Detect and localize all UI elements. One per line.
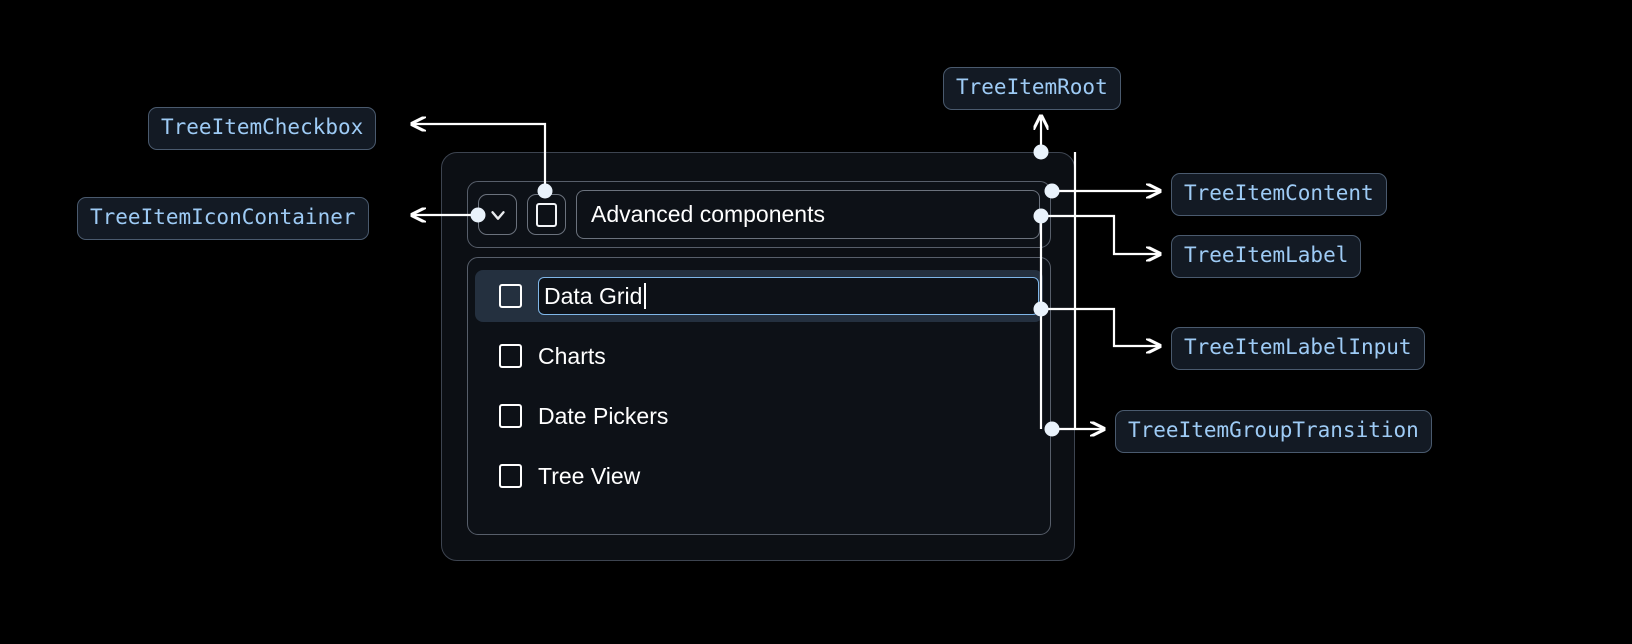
tree-item-label-text: Advanced components [591,201,825,227]
checkbox-square-icon[interactable] [499,344,522,368]
checkbox-square-icon[interactable] [499,464,522,488]
text-caret [644,283,646,309]
tree-row-label: Charts [538,342,606,369]
tree-item-root: Advanced components Data Grid Charts [441,152,1075,561]
tree-item-content[interactable]: Advanced components [467,181,1051,248]
tree-item-group-transition: Data Grid Charts Date Pickers Tree View [467,257,1051,535]
checkbox-square-icon [536,202,557,227]
tree-row-label: Date Pickers [538,402,669,429]
annotation-chip-label: TreeItemLabel [1171,235,1362,278]
annotation-chip-label-input: TreeItemLabelInput [1171,327,1425,370]
tree-row-tree-view[interactable]: Tree View [468,450,1050,502]
tree-item-label-input-value: Data Grid [544,282,643,309]
annotation-chip-root: TreeItemRoot [943,67,1121,110]
tree-item-checkbox[interactable] [527,194,566,235]
annotation-chip-icon-container: TreeItemIconContainer [77,197,369,240]
annotation-chip-checkbox: TreeItemCheckbox [148,107,377,150]
chevron-down-icon [487,204,509,226]
checkbox-square-icon[interactable] [499,284,522,308]
tree-row-charts[interactable]: Charts [468,330,1050,382]
tree-item-icon-container[interactable] [478,194,517,235]
tree-item-label[interactable]: Advanced components [576,190,1040,239]
checkbox-square-icon[interactable] [499,404,522,428]
annotation-chip-content: TreeItemContent [1171,173,1387,216]
tree-row-data-grid[interactable]: Data Grid [475,270,1043,322]
tree-item-label-input[interactable]: Data Grid [538,277,1039,315]
tree-row-label: Tree View [538,462,641,489]
tree-row-date-pickers[interactable]: Date Pickers [468,390,1050,442]
annotation-chip-group-transition: TreeItemGroupTransition [1115,410,1432,453]
